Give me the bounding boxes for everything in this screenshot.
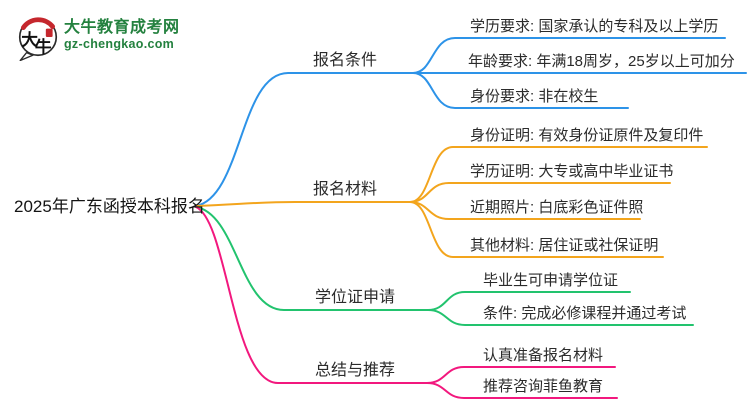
branch-label-materials: 报名材料 (313, 181, 378, 198)
branch-summary-lines (195, 206, 618, 399)
site-logo-text: 大牛教育成考网 gz-chengkao.com (64, 18, 180, 52)
leaf-photo: 近期照片: 白底彩色证件照 (470, 199, 644, 216)
leaf-other-materials: 其他材料: 居住证或社保证明 (470, 237, 659, 254)
root-topic: 2025年广东函授本科报名 (14, 197, 205, 216)
leaf-degree-eligible: 毕业生可申请学位证 (483, 272, 619, 289)
branch-label-conditions: 报名条件 (313, 52, 378, 69)
leaf-education-requirement: 学历要求: 国家承认的专科及以上学历 (470, 18, 719, 35)
svg-text:大: 大 (21, 29, 38, 49)
daniu-cow-bubble-icon: 大 牛 (18, 17, 58, 61)
site-url: gz-chengkao.com (64, 37, 175, 51)
site-name: 大牛教育成考网 (64, 19, 180, 36)
branch-conditions-lines (195, 37, 747, 207)
branch-materials-lines (195, 146, 708, 258)
branch-label-degree: 学位证申请 (315, 289, 396, 306)
branch-degree-lines (195, 206, 694, 326)
leaf-diploma-proof: 学历证明: 大专或高中毕业证书 (470, 163, 674, 180)
leaf-id-proof: 身份证明: 有效身份证原件及复印件 (470, 127, 704, 144)
site-logo: 大 牛 大牛教育成考网 gz-chengkao.com (15, 13, 180, 61)
svg-text:牛: 牛 (35, 37, 52, 57)
leaf-recommend-consult: 推荐咨询菲鱼教育 (483, 378, 604, 395)
leaf-identity-requirement: 身份要求: 非在校生 (470, 88, 599, 105)
branch-label-summary: 总结与推荐 (315, 362, 396, 379)
leaf-prepare-materials: 认真准备报名材料 (483, 347, 604, 364)
leaf-age-requirement: 年龄要求: 年满18周岁，25岁以上可加分 (468, 53, 735, 70)
leaf-degree-condition: 条件: 完成必修课程并通过考试 (483, 305, 687, 322)
